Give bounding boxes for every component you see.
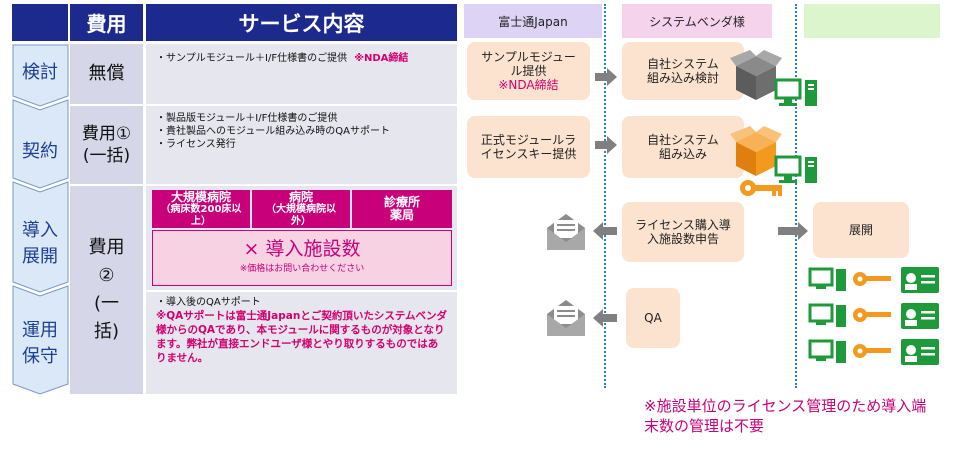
price-header-hospital: 病院 （大規模病院以外） (252, 190, 350, 228)
arrow-sample-to-vendor (595, 68, 617, 86)
price-header-clinic-sub: 薬局 (389, 208, 414, 222)
stage-label-review: 検討 (22, 62, 58, 83)
box-official-module-label: 正式モジュールライセンスキー提供 (480, 133, 577, 161)
service-review-text: ・サンプルモジュール＋I/F仕様書のご提供 (156, 53, 348, 64)
arrow-qa-to-fujitsu (593, 309, 617, 327)
box-license-purchase: ライセンス購入導入施設数申告 (622, 202, 744, 262)
price-header-clinic-title: 診療所 (383, 195, 420, 209)
cost-free: 無償 (70, 44, 143, 104)
key-orange-icon-1 (740, 180, 782, 196)
box-vendor-evaluate: 自社システム組み込み検討 (622, 42, 744, 100)
stage-shape-2 (12, 99, 69, 189)
service-operate-line: ・導入後のQAサポート (156, 297, 261, 308)
box-deploy: 展開 (813, 202, 909, 258)
price-header-hospital-title: 病院 (288, 189, 313, 204)
mail-icon-2 (547, 300, 585, 336)
arrow-license-to-deploy (778, 222, 808, 240)
stage-label-contract: 契約 (22, 141, 58, 162)
service-operate-note: ※QAサポートは富士通Japanとご契約頂いたシステムベンダ様からのQAであり、… (156, 310, 448, 364)
service-review-nda: ※NDA締結 (354, 53, 409, 64)
service-deploy: 大規模病院 （病床数200床以上） 病院 （大規模病院以外） 診療所 薬局 × … (146, 186, 457, 290)
header-cost: 費用 (70, 4, 143, 41)
deployment-icons (808, 267, 939, 365)
header-service: サービス内容 (146, 4, 457, 41)
mail-icon-1 (547, 214, 585, 250)
deploy-row-2 (808, 303, 939, 329)
price-header-large-hospital-title: 大規模病院 (170, 189, 231, 204)
lane-divider-1 (604, 4, 606, 388)
lane-divider-2 (795, 4, 797, 388)
box-sample-module-label: サンプルモジュール提供 (481, 50, 576, 78)
lane-header-fujitsu: 富士通Japan (464, 4, 602, 38)
service-contract-line-1: ・製品版モジュール＋I/F仕様書のご提供 (156, 113, 338, 124)
box-license-purchase-label: ライセンス購入導入施設数申告 (635, 218, 731, 246)
price-header-large-hospital-sub: （病床数200床以上） (160, 203, 242, 227)
cost-2: 費用②(一括) (70, 186, 143, 394)
footnote: ※施設単位のライセンス管理のため導入端末数の管理は不要 (644, 397, 927, 435)
stage-shape-4 (12, 285, 69, 395)
stage-flow (12, 44, 69, 395)
stage-label-operate: 運用保守 (22, 320, 58, 367)
lane-header-user (804, 4, 940, 38)
box-deploy-label: 展開 (848, 223, 873, 237)
box-sample-module: サンプルモジュール提供 ※NDA締結 (467, 42, 590, 100)
stage-label-deploy: 導入展開 (22, 220, 58, 267)
service-operate: ・導入後のQAサポート ※QAサポートは富士通Japanとご契約頂いたシステムベ… (146, 292, 457, 394)
arrow-license-to-fujitsu (593, 222, 617, 240)
lane-header-vendor: システムベンダ様 (622, 4, 772, 38)
service-contract-line-3: ・ライセンス発行 (156, 139, 236, 150)
service-contract: ・製品版モジュール＋I/F仕様書のご提供 ・貴社製品へのモジュール組み込み時のQ… (146, 106, 457, 184)
deploy-row-3 (808, 339, 939, 365)
box-qa-label: QA (644, 311, 662, 325)
package-gray-icon (730, 50, 782, 100)
arrow-official-to-vendor (595, 136, 617, 154)
deploy-row-1 (808, 267, 939, 293)
price-header-large-hospital: 大規模病院 （病床数200床以上） (152, 190, 250, 228)
price-note: ※価格はお問い合わせください (239, 264, 365, 274)
service-contract-line-2: ・貴社製品へのモジュール組み込み時のQAサポート (156, 126, 391, 137)
box-official-module: 正式モジュールライセンスキー提供 (467, 116, 590, 178)
box-vendor-integrate: 自社システム組み込み (622, 116, 744, 178)
header-blank (12, 4, 68, 41)
box-qa: QA (626, 288, 680, 348)
box-vendor-evaluate-label: 自社システム組み込み検討 (646, 57, 719, 85)
service-review: ・サンプルモジュール＋I/F仕様書のご提供 ※NDA締結 (146, 44, 457, 104)
price-body: × 導入施設数 ※価格はお問い合わせください (152, 230, 452, 286)
price-header-clinic: 診療所 薬局 (352, 190, 452, 228)
stage-shape-1 (12, 44, 69, 107)
cost-1: 費用①(一括) (70, 106, 143, 184)
box-sample-module-nda: ※NDA締結 (498, 78, 559, 92)
computer-green-icon-2 (774, 155, 817, 183)
price-multiplier: × 導入施設数 (243, 238, 361, 260)
box-vendor-integrate-label: 自社システム組み込み (647, 133, 719, 161)
computer-green-icon-1 (774, 78, 817, 106)
package-orange-icon (730, 126, 782, 176)
stage-shape-3 (12, 181, 69, 293)
price-header-hospital-sub: （大規模病院以外） (266, 203, 336, 227)
